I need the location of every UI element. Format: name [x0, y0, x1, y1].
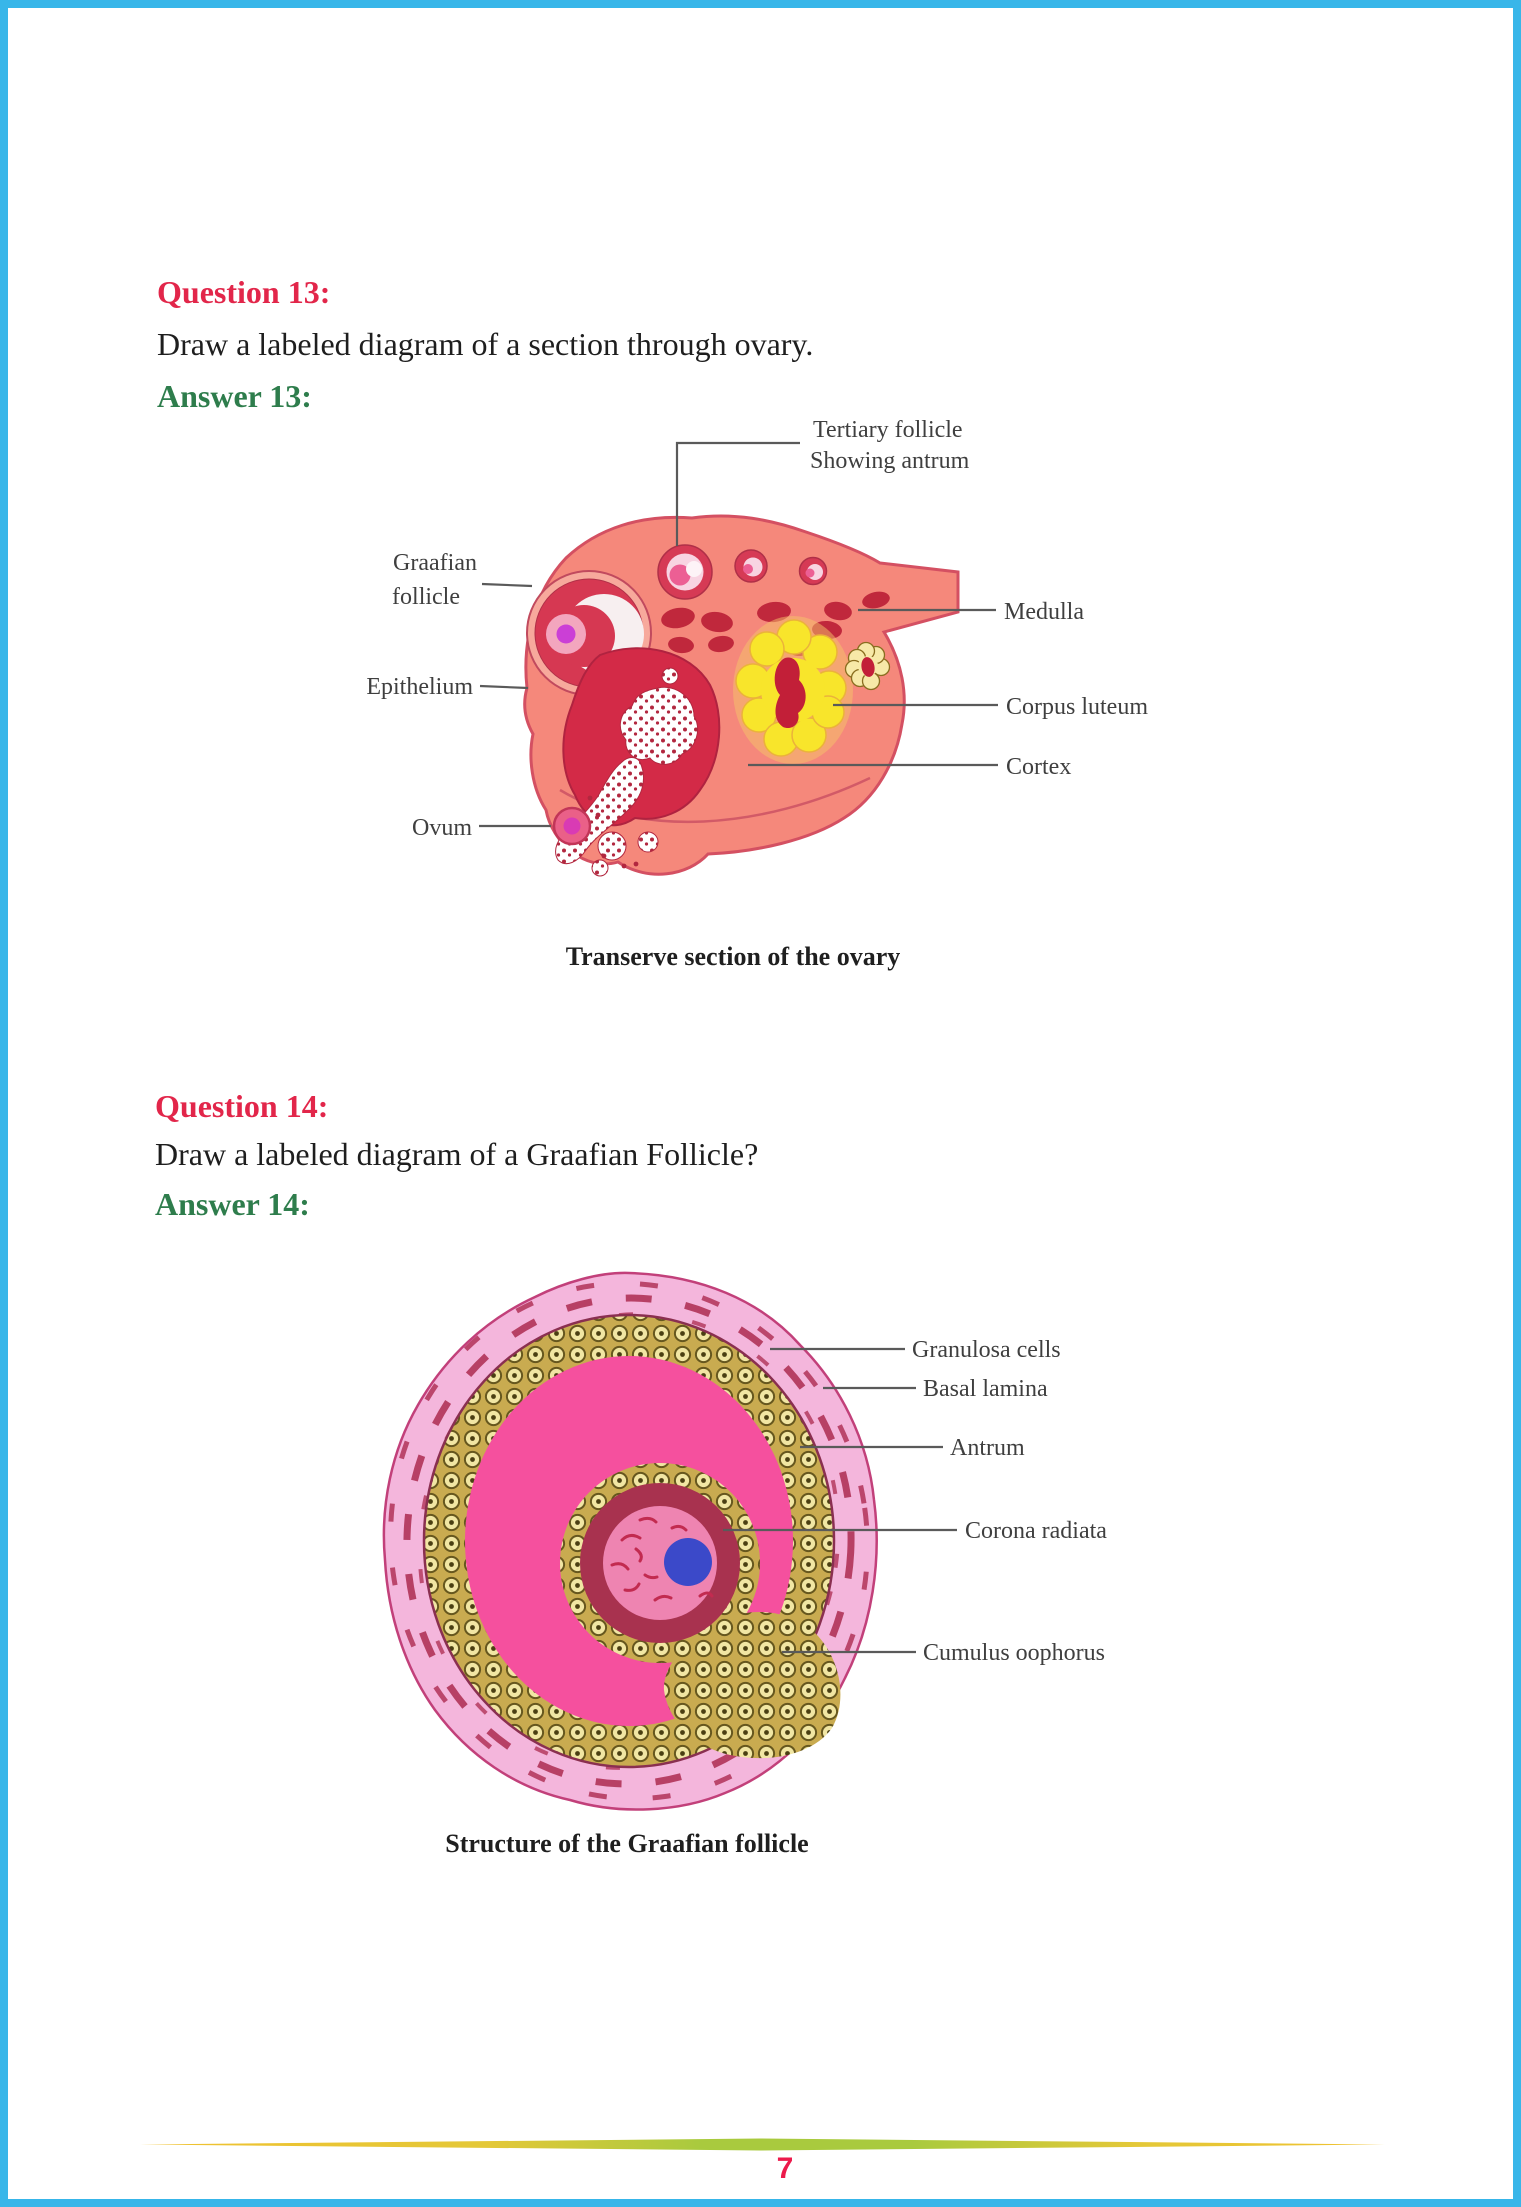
page-number: 7 — [776, 2152, 794, 2185]
label-cumulus-oophorus: Cumulus oophorus — [923, 1640, 1105, 1666]
tertiary-follicle-leader — [675, 441, 800, 546]
question-14-text: Draw a labeled diagram of a Graafian Fol… — [155, 1136, 759, 1172]
theca-streaks — [388, 1280, 870, 1802]
label-basal-lamina: Basal lamina — [923, 1376, 1048, 1402]
oocyte-nucleus — [556, 624, 576, 644]
ovary-diagram-caption: Transerve section of the ovary — [566, 942, 901, 971]
graafian-diagram: Granulosa cells Basal lamina Antrum Coro… — [382, 1271, 1107, 1858]
corpus-luteum-small — [844, 641, 891, 691]
answer-13-heading: Answer 13: — [157, 378, 312, 414]
label-epithelium: Epithelium — [366, 674, 473, 700]
follicle-leader-lines — [723, 1347, 957, 1654]
graafian-diagram-caption: Structure of the Graafian follicle — [445, 1829, 808, 1858]
epithelium-leader — [479, 684, 529, 690]
graafian-leader — [481, 582, 533, 588]
label-ovum: Ovum — [412, 815, 472, 841]
developing-follicles — [734, 549, 828, 586]
label-graafian-line2: follicle — [392, 584, 460, 610]
question-14-heading: Question 14: — [155, 1088, 329, 1124]
label-corona-radiata: Corona radiata — [965, 1518, 1107, 1544]
label-medulla: Medulla — [1004, 599, 1084, 625]
cumulus-oophorus — [663, 1612, 841, 1759]
question-13-text: Draw a labeled diagram of a section thro… — [157, 326, 814, 362]
answer-14-heading: Answer 14: — [155, 1186, 310, 1222]
label-cortex: Cortex — [1006, 754, 1071, 780]
label-granulosa-cells: Granulosa cells — [912, 1337, 1061, 1363]
question-13-heading: Question 13: — [157, 274, 331, 310]
oocyte-nucleus-2 — [664, 1538, 712, 1586]
ovary-leader-lines — [479, 441, 998, 828]
footer-divider-line — [140, 2138, 1385, 2151]
corpus-luteum — [733, 616, 853, 764]
ooplasm-texture — [610, 1516, 714, 1602]
label-antrum: Antrum — [950, 1435, 1025, 1461]
label-graafian-line1: Graafian — [393, 550, 477, 576]
label-corpus-luteum: Corpus luteum — [1006, 694, 1148, 720]
label-tertiary-follicle-line2: Showing antrum — [810, 448, 970, 474]
tertiary-follicle — [657, 544, 713, 600]
released-ovum — [552, 806, 592, 846]
ovary-diagram: Tertiary follicle Showing antrum Graafia… — [366, 417, 1148, 971]
follicular-fluid — [619, 686, 698, 765]
corpus-luteum-core — [774, 657, 806, 729]
label-tertiary-follicle-line1: Tertiary follicle — [813, 417, 963, 443]
